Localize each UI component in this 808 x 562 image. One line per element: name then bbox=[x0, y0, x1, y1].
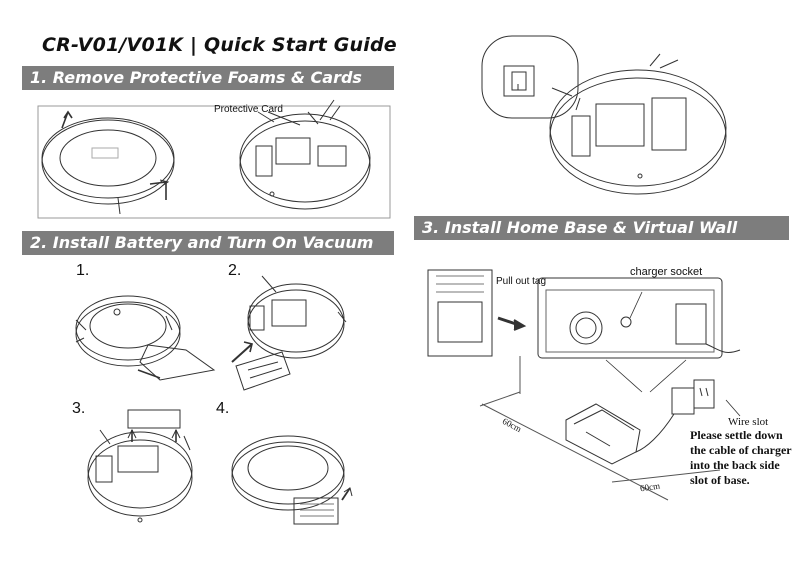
section1-frame bbox=[37, 105, 391, 219]
step4-number: 4. bbox=[216, 400, 230, 417]
section3-header: 3. Install Home Base & Virtual Wall bbox=[414, 216, 789, 240]
section1-header: 1. Remove Protective Foams & Cards bbox=[22, 66, 394, 90]
robot-top-view-illustration bbox=[41, 110, 175, 215]
section2-header: 2. Install Battery and Turn On Vacuum Ro… bbox=[22, 231, 394, 276]
step2-illustration bbox=[231, 275, 347, 391]
page-title: CR-V01/V01K | Quick Start Guide bbox=[42, 34, 397, 56]
charger-socket-label: charger socket bbox=[630, 266, 703, 278]
robot-switch-illustration bbox=[481, 35, 727, 195]
cable-note-line-4: slot of base. bbox=[690, 473, 750, 487]
step1-number: 1. bbox=[76, 262, 90, 279]
cable-note-line-1: Please settle down bbox=[690, 428, 783, 442]
step2-number: 2. bbox=[228, 262, 242, 279]
cable-note: Please settle down the cable of charger … bbox=[690, 428, 792, 488]
cable-note-line-2: the cable of charger bbox=[690, 443, 792, 457]
cable-note-line-3: into the back side bbox=[690, 458, 780, 472]
wire-slot-label: Wire slot bbox=[728, 416, 769, 428]
step1-illustration bbox=[75, 295, 216, 381]
protective-card-label: Protective Card bbox=[214, 104, 283, 115]
step4-illustration bbox=[231, 435, 353, 525]
step3-illustration bbox=[87, 409, 193, 523]
robot-bottom-view-illustration bbox=[239, 99, 371, 210]
step3-number: 3. bbox=[72, 400, 86, 417]
home-base-illustration bbox=[427, 269, 741, 501]
pull-out-tag-label: Pull out tag bbox=[496, 276, 547, 287]
